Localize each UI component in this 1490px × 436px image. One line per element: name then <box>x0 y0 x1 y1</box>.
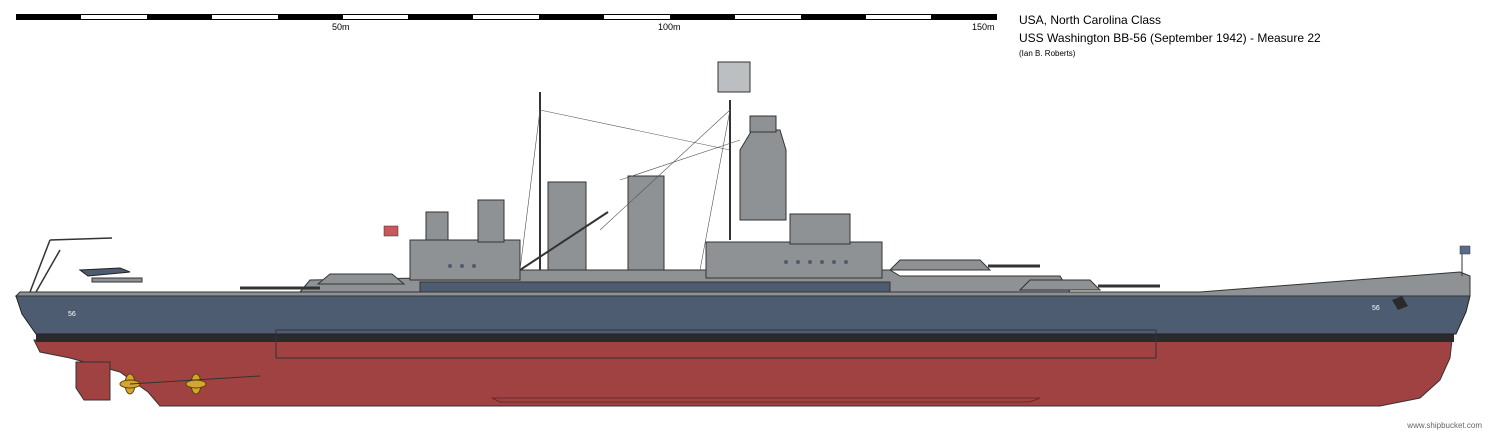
armor-belt <box>275 329 1157 359</box>
ensign-flag <box>383 225 399 237</box>
superstructure-dark-band <box>419 281 891 293</box>
hull-number-bow: 56 <box>1372 305 1380 312</box>
boat-crane <box>519 211 609 271</box>
secondary-battery-block <box>789 213 851 245</box>
hull-number-aft: 56 <box>68 311 76 318</box>
credit: www.shipbucket.com <box>1407 421 1482 430</box>
turret-aft <box>316 273 406 285</box>
title-block: USA, North Carolina Class USS Washington… <box>1019 12 1321 60</box>
title-class: USA, North Carolina Class <box>1019 13 1162 27</box>
scale-bar <box>16 14 997 20</box>
hull-lower <box>15 295 1471 335</box>
boot-top <box>36 334 1454 342</box>
jack-flag <box>1459 245 1471 255</box>
scale-label-150m: 150m <box>972 22 995 32</box>
hull-bottom <box>33 339 1453 407</box>
floatplane <box>78 267 131 277</box>
rudder <box>75 361 111 401</box>
aft-superstructure <box>409 239 521 281</box>
title-author: (Ian B. Roberts) <box>1019 49 1076 58</box>
radar-antenna <box>717 61 751 93</box>
funnel-fwd <box>627 175 665 271</box>
rigging <box>519 109 741 271</box>
forward-director <box>749 115 777 133</box>
scale-label-100m: 100m <box>658 22 681 32</box>
scale-bar-segments <box>16 14 997 20</box>
aft-tower <box>477 199 505 243</box>
hull-upper <box>14 271 1471 297</box>
title-ship: USS Washington BB-56 (September 1942) - … <box>1019 31 1321 45</box>
funnel-aft <box>547 181 587 271</box>
turret-1 <box>1018 279 1102 291</box>
portholes <box>448 260 848 268</box>
forward-tower <box>739 129 787 221</box>
aircraft-crane <box>29 237 113 293</box>
scale-label-50m: 50m <box>332 22 350 32</box>
aft-director <box>425 211 449 241</box>
shaft-line <box>129 375 261 385</box>
anchor <box>1392 296 1408 310</box>
bilge-keel <box>491 397 1041 403</box>
propeller-inner <box>185 373 207 395</box>
forward-superstructure <box>705 241 883 279</box>
turret-2 <box>888 259 992 271</box>
catapult <box>91 277 143 283</box>
